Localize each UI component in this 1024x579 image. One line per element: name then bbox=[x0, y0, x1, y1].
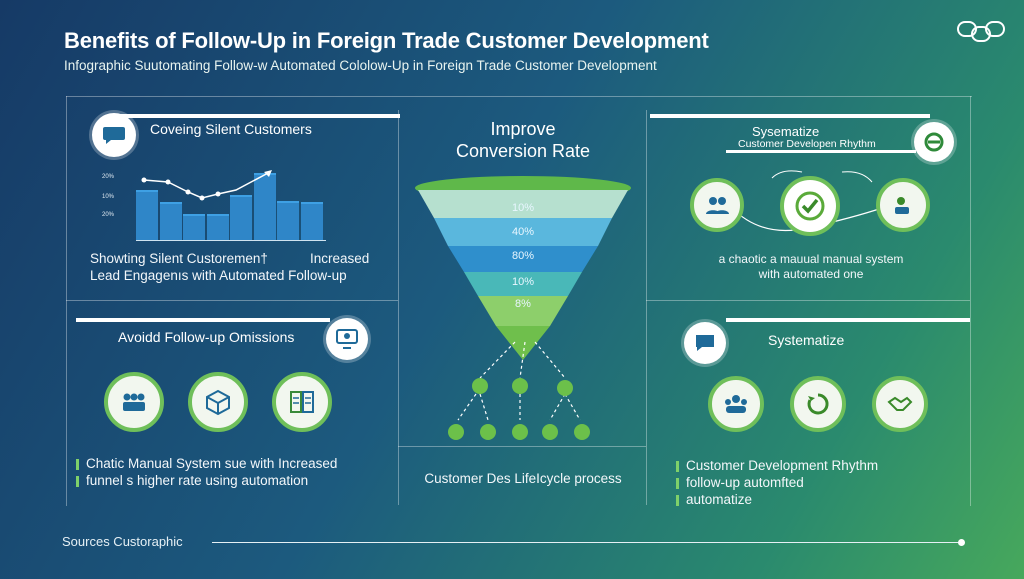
brand-logo-icon bbox=[957, 21, 1005, 42]
chart-bar bbox=[159, 202, 182, 240]
funnel-label: 10% bbox=[511, 276, 535, 288]
chart-bar bbox=[136, 190, 158, 240]
page-title: Benefits of Follow-Up in Foreign Trade C… bbox=[64, 28, 709, 53]
panel-title-systematize-2: Systematize bbox=[768, 332, 845, 348]
caption-silent-1: Showting Silent Custoremen† bbox=[90, 251, 268, 266]
handshake-icon bbox=[872, 376, 928, 432]
axis-tick: 20% bbox=[102, 212, 115, 218]
panel-title-silent-customers: Coveing Silent Customers bbox=[150, 121, 312, 137]
divider-left bbox=[398, 110, 399, 505]
frame-left-line bbox=[66, 96, 67, 506]
conversion-funnel bbox=[415, 176, 631, 360]
panel-header-bar bbox=[76, 318, 330, 322]
trend-line bbox=[141, 170, 272, 201]
lifecycle-arrows bbox=[457, 341, 581, 421]
x-axis bbox=[136, 240, 326, 241]
users-icon bbox=[690, 178, 744, 232]
bullet-text: follow-up automfted bbox=[686, 475, 804, 490]
divider-left-mid bbox=[66, 300, 398, 301]
axis-tick: 10% bbox=[102, 194, 115, 200]
footer-source: Sources Custoraphic bbox=[62, 534, 183, 549]
funnel-label: 8% bbox=[515, 298, 531, 310]
panel-header-bar bbox=[726, 318, 970, 322]
panel-header-bar bbox=[120, 114, 400, 118]
lifecycle-node bbox=[480, 424, 496, 440]
chart-bar bbox=[277, 200, 299, 240]
axis-tick: 20% bbox=[102, 174, 115, 180]
chart-bar bbox=[206, 214, 229, 240]
checklist-icon bbox=[272, 372, 332, 432]
funnel-title-line1: Improve bbox=[490, 119, 556, 139]
bullet-rhythm-2: follow-up automfted bbox=[676, 474, 804, 491]
panel-subtitle-rhythm: Customer Developen Rhythm bbox=[738, 138, 876, 150]
lifecycle-node bbox=[557, 380, 573, 396]
cube-icon bbox=[188, 372, 248, 432]
footer-line bbox=[212, 542, 962, 543]
growth-icon bbox=[876, 178, 930, 232]
sync-icon bbox=[914, 122, 954, 162]
team-icon bbox=[104, 372, 164, 432]
bullet-rhythm-1: Customer Development Rhythm bbox=[676, 457, 878, 474]
funnel-label: 10% bbox=[511, 202, 535, 214]
divider-right-mid bbox=[646, 300, 970, 301]
group-icon bbox=[708, 376, 764, 432]
bullet-text: automatize bbox=[686, 492, 753, 507]
funnel-label: 40% bbox=[511, 226, 535, 238]
chat-icon bbox=[92, 113, 136, 157]
funnel-caption: Customer Des LifeIcycle process bbox=[424, 471, 622, 486]
funnel-title: Improve Conversion Rate bbox=[400, 118, 646, 162]
footer-dot bbox=[958, 539, 965, 546]
caption-systematize-2: with automated one bbox=[758, 267, 864, 281]
bullet-omissions-1: Chatic Manual System sue with Increased bbox=[76, 455, 337, 472]
bullet-text: funnel s higher rate using automation bbox=[86, 473, 309, 488]
checkmark-icon bbox=[780, 176, 840, 236]
funnel-label: 80% bbox=[511, 250, 535, 262]
panel-title-systematize: Sysematize bbox=[752, 124, 820, 139]
panel-title-omissions: Avoidd Follow-up Omissions bbox=[118, 329, 295, 345]
chart-bar bbox=[300, 202, 323, 240]
chart-bar bbox=[230, 194, 252, 240]
caption-silent-1b: Increased bbox=[310, 251, 370, 266]
divider-center-bottom bbox=[398, 446, 646, 447]
engagement-chart: 20% 10% 20% bbox=[96, 168, 336, 246]
bullet-text: Chatic Manual System sue with Increased bbox=[86, 456, 338, 471]
frame-top-line bbox=[66, 96, 972, 97]
chart-bar bbox=[183, 214, 205, 240]
refresh-icon bbox=[790, 376, 846, 432]
caption-silent-2: Lead Engagenıs with Automated Follow-up bbox=[90, 268, 347, 283]
lifecycle-node bbox=[472, 378, 488, 394]
lifecycle-node bbox=[542, 424, 558, 440]
lifecycle-node bbox=[512, 378, 528, 394]
funnel-title-line2: Conversion Rate bbox=[455, 141, 591, 161]
frame-right-line bbox=[970, 96, 971, 506]
lifecycle-node bbox=[448, 424, 464, 440]
bar-area bbox=[136, 168, 326, 240]
caption-systematize: a chaotic a mauual manual system with au… bbox=[666, 252, 956, 282]
message-icon bbox=[684, 322, 726, 364]
page-subtitle: Infographic Suutomating Follow-w Automat… bbox=[64, 58, 657, 73]
lifecycle-node bbox=[512, 424, 528, 440]
support-agent-icon bbox=[326, 318, 368, 360]
panel-header-bar bbox=[650, 114, 930, 118]
bullet-text: Customer Development Rhythm bbox=[686, 458, 879, 473]
bullet-rhythm-3: automatize bbox=[676, 491, 752, 508]
lifecycle-node bbox=[574, 424, 590, 440]
bullet-omissions-2: funnel s higher rate using automation bbox=[76, 472, 308, 489]
caption-systematize-1: a chaotic a mauual manual system bbox=[718, 252, 904, 266]
panel-header-underline bbox=[726, 150, 916, 153]
divider-right bbox=[646, 110, 647, 505]
